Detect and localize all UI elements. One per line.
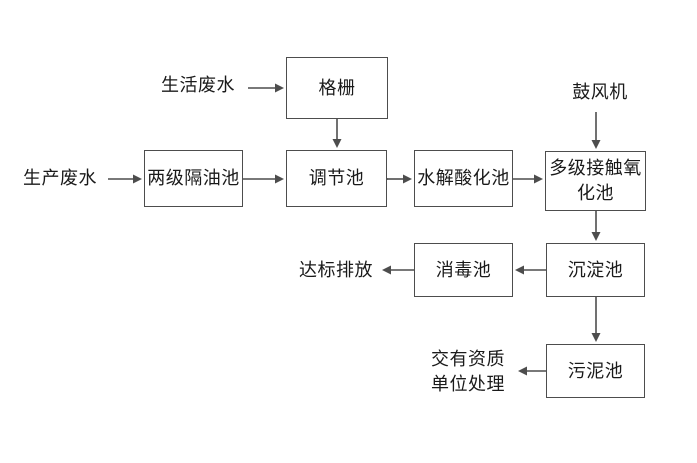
label-production-wastewater: 生产废水 (23, 167, 97, 189)
label-blower: 鼓风机 (572, 81, 628, 103)
edge-sediment-to-sludge (591, 297, 601, 342)
node-hydrolysis[interactable]: 水解酸化池 (414, 150, 513, 207)
node-grille[interactable]: 格栅 (286, 57, 388, 119)
edge-oil-to-regulate (243, 174, 284, 184)
edge-hydrolysis-to-oxidation (513, 174, 543, 184)
edge-domestic-to-grille (248, 83, 284, 93)
edge-sediment-to-disinfect (515, 265, 546, 275)
edge-sludge-to-qualified (518, 366, 546, 376)
node-regulate[interactable]: 调节池 (286, 150, 387, 207)
label-domestic-wastewater: 生活废水 (161, 74, 235, 96)
edge-regulate-to-hydrolysis (387, 174, 412, 184)
edge-oxidation-to-sediment (591, 211, 601, 241)
node-oxidation[interactable]: 多级接触氧 化池 (545, 151, 646, 211)
node-sludge[interactable]: 污泥池 (546, 344, 645, 398)
edge-production-to-oil (108, 174, 142, 184)
edge-blower-to-oxidation (591, 112, 601, 149)
label-qualified-unit: 交有资质 单位处理 (431, 349, 505, 395)
label-compliant-discharge: 达标排放 (299, 259, 373, 281)
edge-disinfect-to-discharge (382, 265, 414, 275)
node-disinfect[interactable]: 消毒池 (414, 243, 513, 297)
node-sediment[interactable]: 沉淀池 (546, 243, 645, 297)
edge-grille-to-regulate (332, 119, 342, 148)
node-oil[interactable]: 两级隔油池 (144, 150, 243, 207)
